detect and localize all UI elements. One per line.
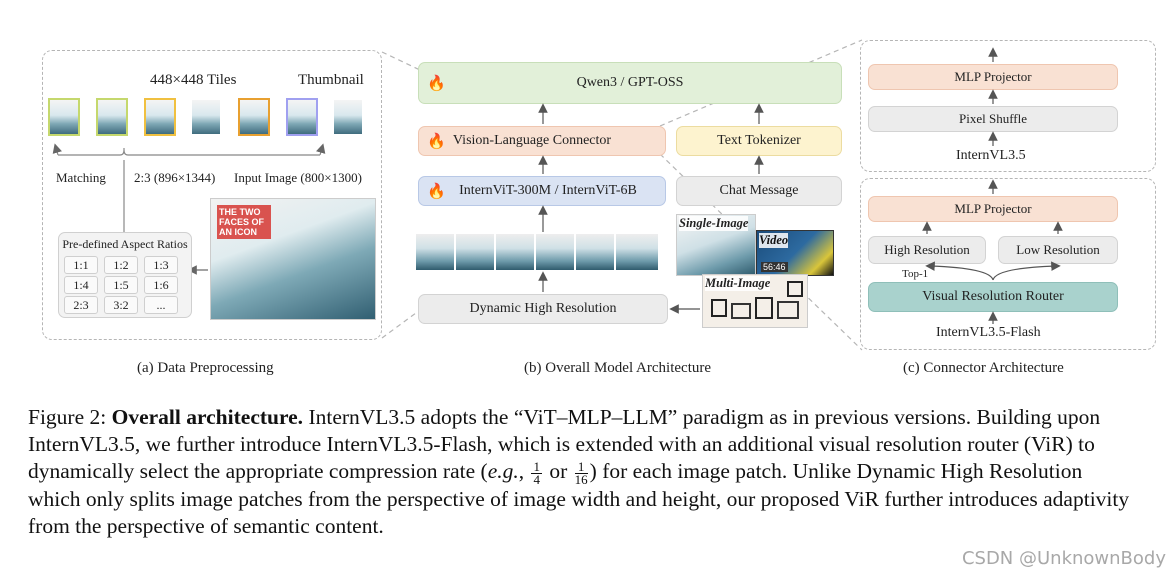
mlp-projector-bottom: MLP Projector <box>868 196 1118 222</box>
patch-image <box>536 234 574 270</box>
figure-caption-title: Overall architecture. <box>111 405 304 429</box>
panel-c-top-frame <box>860 40 1156 172</box>
figure-caption-eg: e.g. <box>487 459 519 483</box>
patch-image <box>576 234 614 270</box>
chat-message-block: Chat Message <box>676 176 842 206</box>
panel-a-connectors <box>52 143 326 275</box>
figure-caption-text-1: InternVL3.5 adopts the “ViT–MLP–LLM” par… <box>28 405 1101 483</box>
aspect-ratio-1-1: 1:1 <box>64 256 98 274</box>
panel-a-caption: (a) Data Preprocessing <box>137 360 274 376</box>
tokenizer-block: Text Tokenizer <box>676 126 842 156</box>
frame-thumbnail <box>777 301 799 319</box>
chat-message-label: Chat Message <box>719 183 799 198</box>
low-resolution-label: Low Resolution <box>1016 242 1100 257</box>
dhr-block: Dynamic High Resolution <box>418 294 668 324</box>
panel-b-arrows <box>538 103 764 314</box>
connector-label: Vision-Language Connector <box>452 133 612 148</box>
panel-c-caption: (c) Connector Architecture <box>903 360 1064 376</box>
low-resolution-block: Low Resolution <box>998 236 1118 264</box>
figure-caption-or: or <box>549 459 568 483</box>
mlp-projector-top: MLP Projector <box>868 64 1118 90</box>
visual-resolution-router-block: Visual Resolution Router <box>868 282 1118 312</box>
aspect-ratio-title: Pre-defined Aspect Ratios <box>62 237 188 251</box>
aspect-ratio-1-2: 1:2 <box>104 256 138 274</box>
photo-headline: THE TWO FACES OF AN ICON <box>217 205 271 239</box>
patch-image <box>616 234 658 270</box>
aspect-ratio-1-5: 1:5 <box>104 276 138 294</box>
tile-image <box>48 98 80 136</box>
single-image-label: Single-Image <box>679 216 749 231</box>
tile-image <box>144 98 176 136</box>
mlp-projector-top-label: MLP Projector <box>954 69 1032 84</box>
aspect-ratio-1-6: 1:6 <box>144 276 178 294</box>
video-timestamp: 56:46 <box>761 262 788 272</box>
internvl35-label: InternVL3.5 <box>956 148 1026 163</box>
input-image: THE TWO FACES OF AN ICON <box>210 198 376 320</box>
video-sample: Video 56:46 <box>756 230 834 276</box>
router-label: Visual Resolution Router <box>922 289 1064 304</box>
high-resolution-label: High Resolution <box>884 242 970 257</box>
tile-image <box>96 98 128 136</box>
mlp-projector-bottom-label: MLP Projector <box>954 201 1032 216</box>
vit-block: 🔥 InternViT-300M / InternViT-6B <box>418 176 666 206</box>
trainable-flame-icon: 🔥 <box>427 75 446 92</box>
patch-image <box>416 234 454 270</box>
internvl35-flash-label: InternVL3.5-Flash <box>936 325 1041 340</box>
frame-thumbnail <box>711 299 727 317</box>
panel-c-arrows <box>922 47 1063 324</box>
panel-b-caption: (b) Overall Model Architecture <box>524 360 712 376</box>
aspect-ratio-2-3: 2:3 <box>64 296 98 314</box>
thumbnail-title: Thumbnail <box>298 72 364 88</box>
tokenizer-label: Text Tokenizer <box>717 133 801 148</box>
frame-thumbnail <box>755 297 773 319</box>
aspect-ratio-1-3: 1:3 <box>144 256 178 274</box>
multi-image-label: Multi-Image <box>705 276 771 291</box>
high-resolution-block: High Resolution <box>868 236 986 264</box>
panel-a-frame <box>42 50 382 340</box>
ratio-choice-label: 2:3 (896×1344) <box>134 170 216 185</box>
multi-image-sample: Multi-Image <box>702 274 808 328</box>
llm-label: Qwen3 / GPT-OSS <box>576 75 684 90</box>
figure-label: Figure 2: <box>28 405 107 429</box>
aspect-ratio-3-2: 3:2 <box>104 296 138 314</box>
trainable-flame-icon: 🔥 <box>427 183 446 200</box>
connector-block: 🔥 Vision-Language Connector <box>418 126 666 156</box>
tiles-title: 448×448 Tiles <box>150 72 237 88</box>
input-image-label: Input Image (800×1300) <box>234 170 362 185</box>
trainable-flame-icon: 🔥 <box>427 133 446 150</box>
single-image-sample: Single-Image <box>676 214 756 276</box>
patch-image <box>456 234 494 270</box>
dhr-label: Dynamic High Resolution <box>469 301 617 316</box>
top1-label: Top-1 <box>902 268 929 280</box>
aspect-ratio-1-4: 1:4 <box>64 276 98 294</box>
figure-caption-text-2: ) for each image patch. Unlike Dynamic H… <box>28 459 1130 538</box>
panel-c-bottom-frame <box>860 178 1156 350</box>
csdn-watermark: CSDN @UnknownBody <box>961 548 1166 569</box>
frame-thumbnail <box>787 281 803 297</box>
pixel-shuffle-label: Pixel Shuffle <box>958 111 1027 126</box>
aspect-ratio-more: ... <box>144 296 178 314</box>
patch-image <box>496 234 534 270</box>
figure-caption: Figure 2: Overall architecture. InternVL… <box>28 405 1130 538</box>
thumbnail-image <box>332 98 364 136</box>
vit-label: InternViT-300M / InternViT-6B <box>459 183 637 198</box>
video-label: Video <box>759 233 789 248</box>
tile-image <box>286 98 318 136</box>
llm-block: 🔥 Qwen3 / GPT-OSS <box>418 62 842 104</box>
tile-image <box>238 98 270 136</box>
frame-thumbnail <box>731 303 751 319</box>
tile-image <box>190 98 222 136</box>
matching-label: Matching <box>56 170 106 185</box>
